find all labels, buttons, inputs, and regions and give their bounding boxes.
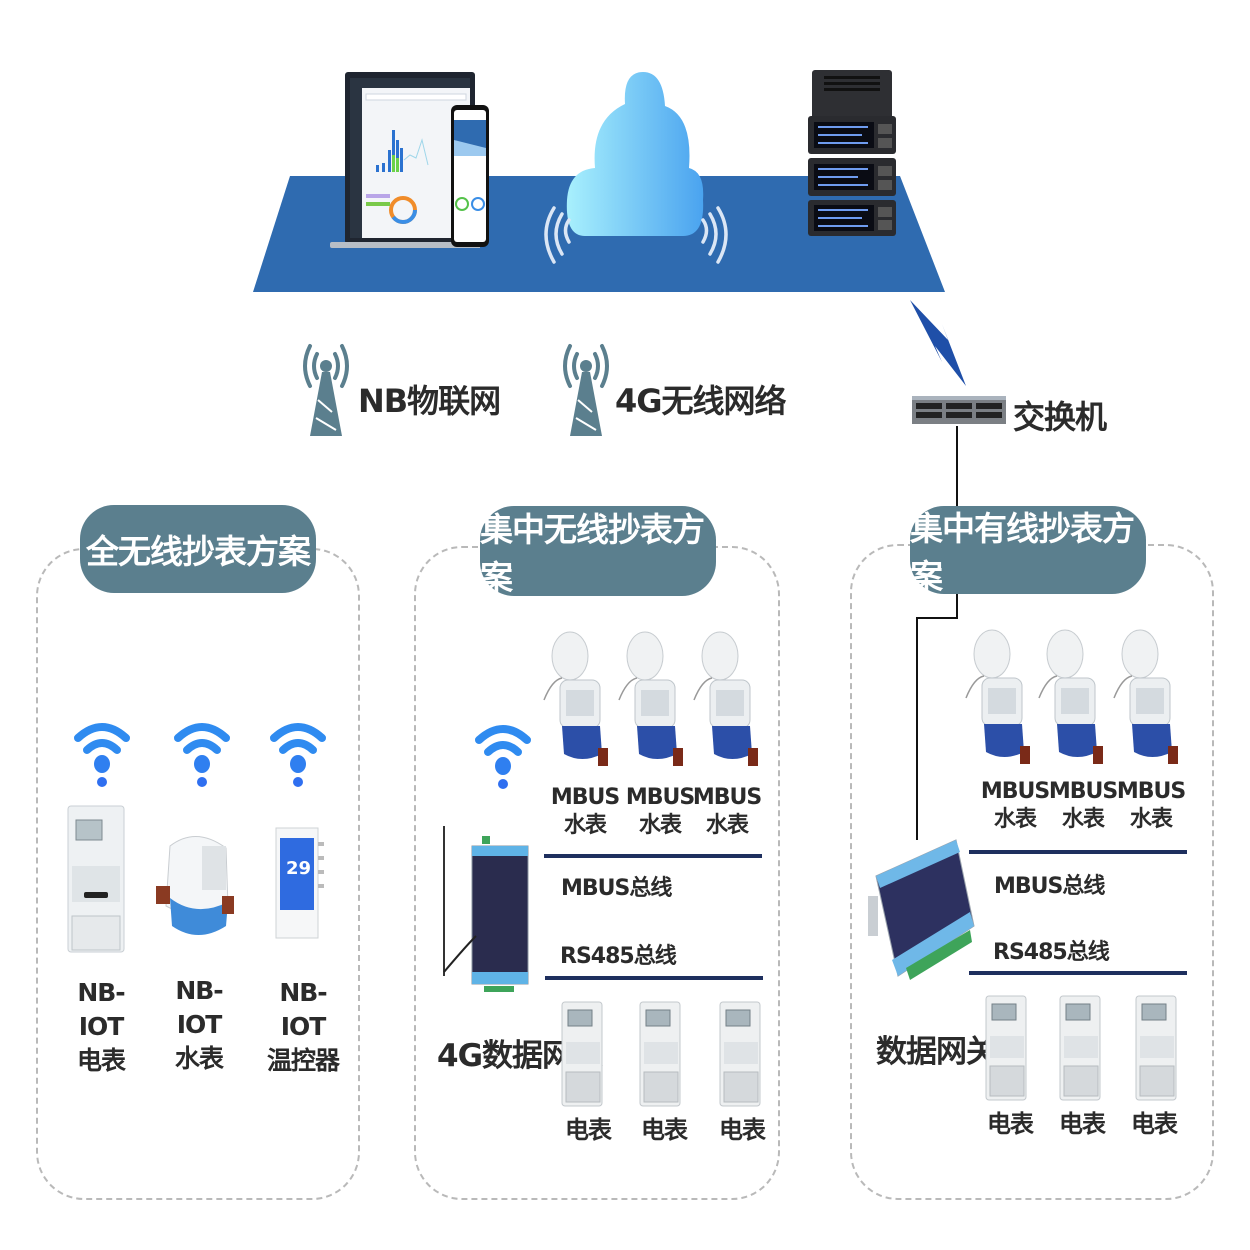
panel-title-centralized-wired: 集中有线抄表方案 bbox=[910, 506, 1146, 596]
nb-iot-network-label: NB物联网 bbox=[358, 382, 501, 420]
nb-iot-thermostat-image: 29 bbox=[275, 827, 324, 939]
4g-gateway-image bbox=[443, 826, 529, 992]
wifi-icon bbox=[74, 723, 130, 787]
mbus-water-meter-image bbox=[618, 631, 683, 766]
smartphone-app-image bbox=[450, 104, 490, 248]
water-meter-label-line2: 水表 bbox=[563, 813, 607, 838]
mbus-bus-label: MBUS总线 bbox=[994, 874, 1105, 899]
wifi-icon bbox=[174, 723, 230, 787]
mbus-water-meter-image bbox=[1038, 629, 1103, 764]
device-label: NB-IOT 温控器 bbox=[258, 976, 348, 1078]
panel-title-full-wireless: 全无线抄表方案 bbox=[80, 505, 316, 593]
water-meter-label-line2: 水表 bbox=[1129, 807, 1173, 832]
water-meter-label-line1: MBUS bbox=[692, 785, 762, 810]
electric-meter-label: 电表 bbox=[641, 1116, 688, 1144]
switch-label: 交换机 bbox=[1013, 398, 1107, 436]
mbus-water-meter-image bbox=[965, 629, 1030, 764]
rs485-bus-label: RS485总线 bbox=[560, 944, 677, 969]
wifi-icon bbox=[270, 723, 326, 787]
water-meter-label-line1: MBUS bbox=[980, 779, 1050, 804]
4g-network-label: 4G无线网络 bbox=[615, 382, 787, 420]
electric-meter-image bbox=[985, 995, 1027, 1101]
device-label-line1: NB-IOT bbox=[175, 976, 223, 1039]
signal-left-icon bbox=[544, 206, 571, 264]
mbus-bus-line bbox=[969, 850, 1187, 854]
water-meter-label: MBUS 水表 bbox=[625, 784, 695, 840]
water-meter-label: MBUS 水表 bbox=[1048, 778, 1118, 834]
device-label-line2: 水表 bbox=[174, 1044, 224, 1073]
mbus-bus-label: MBUS总线 bbox=[561, 876, 672, 901]
network-switch-image bbox=[912, 396, 1006, 424]
device-label: NB-IOT 水表 bbox=[154, 974, 244, 1076]
electric-meter-label: 电表 bbox=[1131, 1110, 1178, 1138]
electric-meter-label: 电表 bbox=[719, 1116, 766, 1144]
electric-meter-label: 电表 bbox=[565, 1116, 612, 1144]
water-meter-label: MBUS 水表 bbox=[550, 784, 620, 840]
water-meter-label-line2: 水表 bbox=[1061, 807, 1105, 832]
device-label: NB-IOT 电表 bbox=[56, 976, 146, 1078]
electric-meter-label: 电表 bbox=[1059, 1110, 1106, 1138]
nb-iot-water-meter-image bbox=[156, 836, 234, 935]
electric-meter-image bbox=[1135, 995, 1177, 1101]
server-stack-image bbox=[804, 70, 900, 238]
device-label-line2: 温控器 bbox=[266, 1046, 340, 1075]
water-meter-label: MBUS 水表 bbox=[1116, 778, 1186, 834]
water-meter-label-line2: 水表 bbox=[638, 813, 682, 838]
water-meter-label-line1: MBUS bbox=[625, 785, 695, 810]
laptop-dashboard-image bbox=[330, 70, 482, 250]
electric-meter-image bbox=[719, 1001, 761, 1107]
wifi-icon bbox=[475, 725, 531, 789]
rs485-bus-line bbox=[969, 971, 1187, 975]
device-label-line2: 电表 bbox=[76, 1046, 126, 1075]
electric-meter-image bbox=[561, 1001, 603, 1107]
water-meter-label-line1: MBUS bbox=[1116, 779, 1186, 804]
4g-tower-icon bbox=[563, 344, 609, 436]
rs485-bus-label: RS485总线 bbox=[993, 940, 1110, 965]
water-meter-label: MBUS 水表 bbox=[692, 784, 762, 840]
water-meter-label-line1: MBUS bbox=[1048, 779, 1118, 804]
mbus-bus-line bbox=[544, 854, 762, 858]
signal-right-icon bbox=[701, 206, 728, 264]
panel-title-centralized-wireless: 集中无线抄表方案 bbox=[480, 506, 716, 597]
data-gateway-image bbox=[868, 839, 975, 980]
electric-meter-image bbox=[639, 1001, 681, 1107]
device-label-line1: NB-IOT bbox=[279, 978, 327, 1041]
mbus-water-meter-image bbox=[1113, 629, 1178, 764]
data-gateway-label: 数据网关 bbox=[876, 1034, 997, 1070]
nb-iot-electric-meter-image bbox=[67, 805, 125, 953]
nb-tower-icon bbox=[303, 344, 349, 436]
mbus-water-meter-image bbox=[693, 631, 758, 766]
rs485-bus-line bbox=[545, 976, 763, 980]
cloud-icon bbox=[565, 70, 705, 236]
water-meter-label-line2: 水表 bbox=[705, 813, 749, 838]
lightning-icon bbox=[910, 300, 966, 386]
water-meter-label: MBUS 水表 bbox=[980, 778, 1050, 834]
electric-meter-label: 电表 bbox=[987, 1110, 1034, 1138]
water-meter-label-line2: 水表 bbox=[993, 807, 1037, 832]
water-meter-label-line1: MBUS bbox=[550, 785, 620, 810]
electric-meter-image bbox=[1059, 995, 1101, 1101]
device-label-line1: NB-IOT bbox=[77, 978, 125, 1041]
svg-text:29: 29 bbox=[286, 858, 311, 879]
mbus-water-meter-image bbox=[543, 631, 608, 766]
